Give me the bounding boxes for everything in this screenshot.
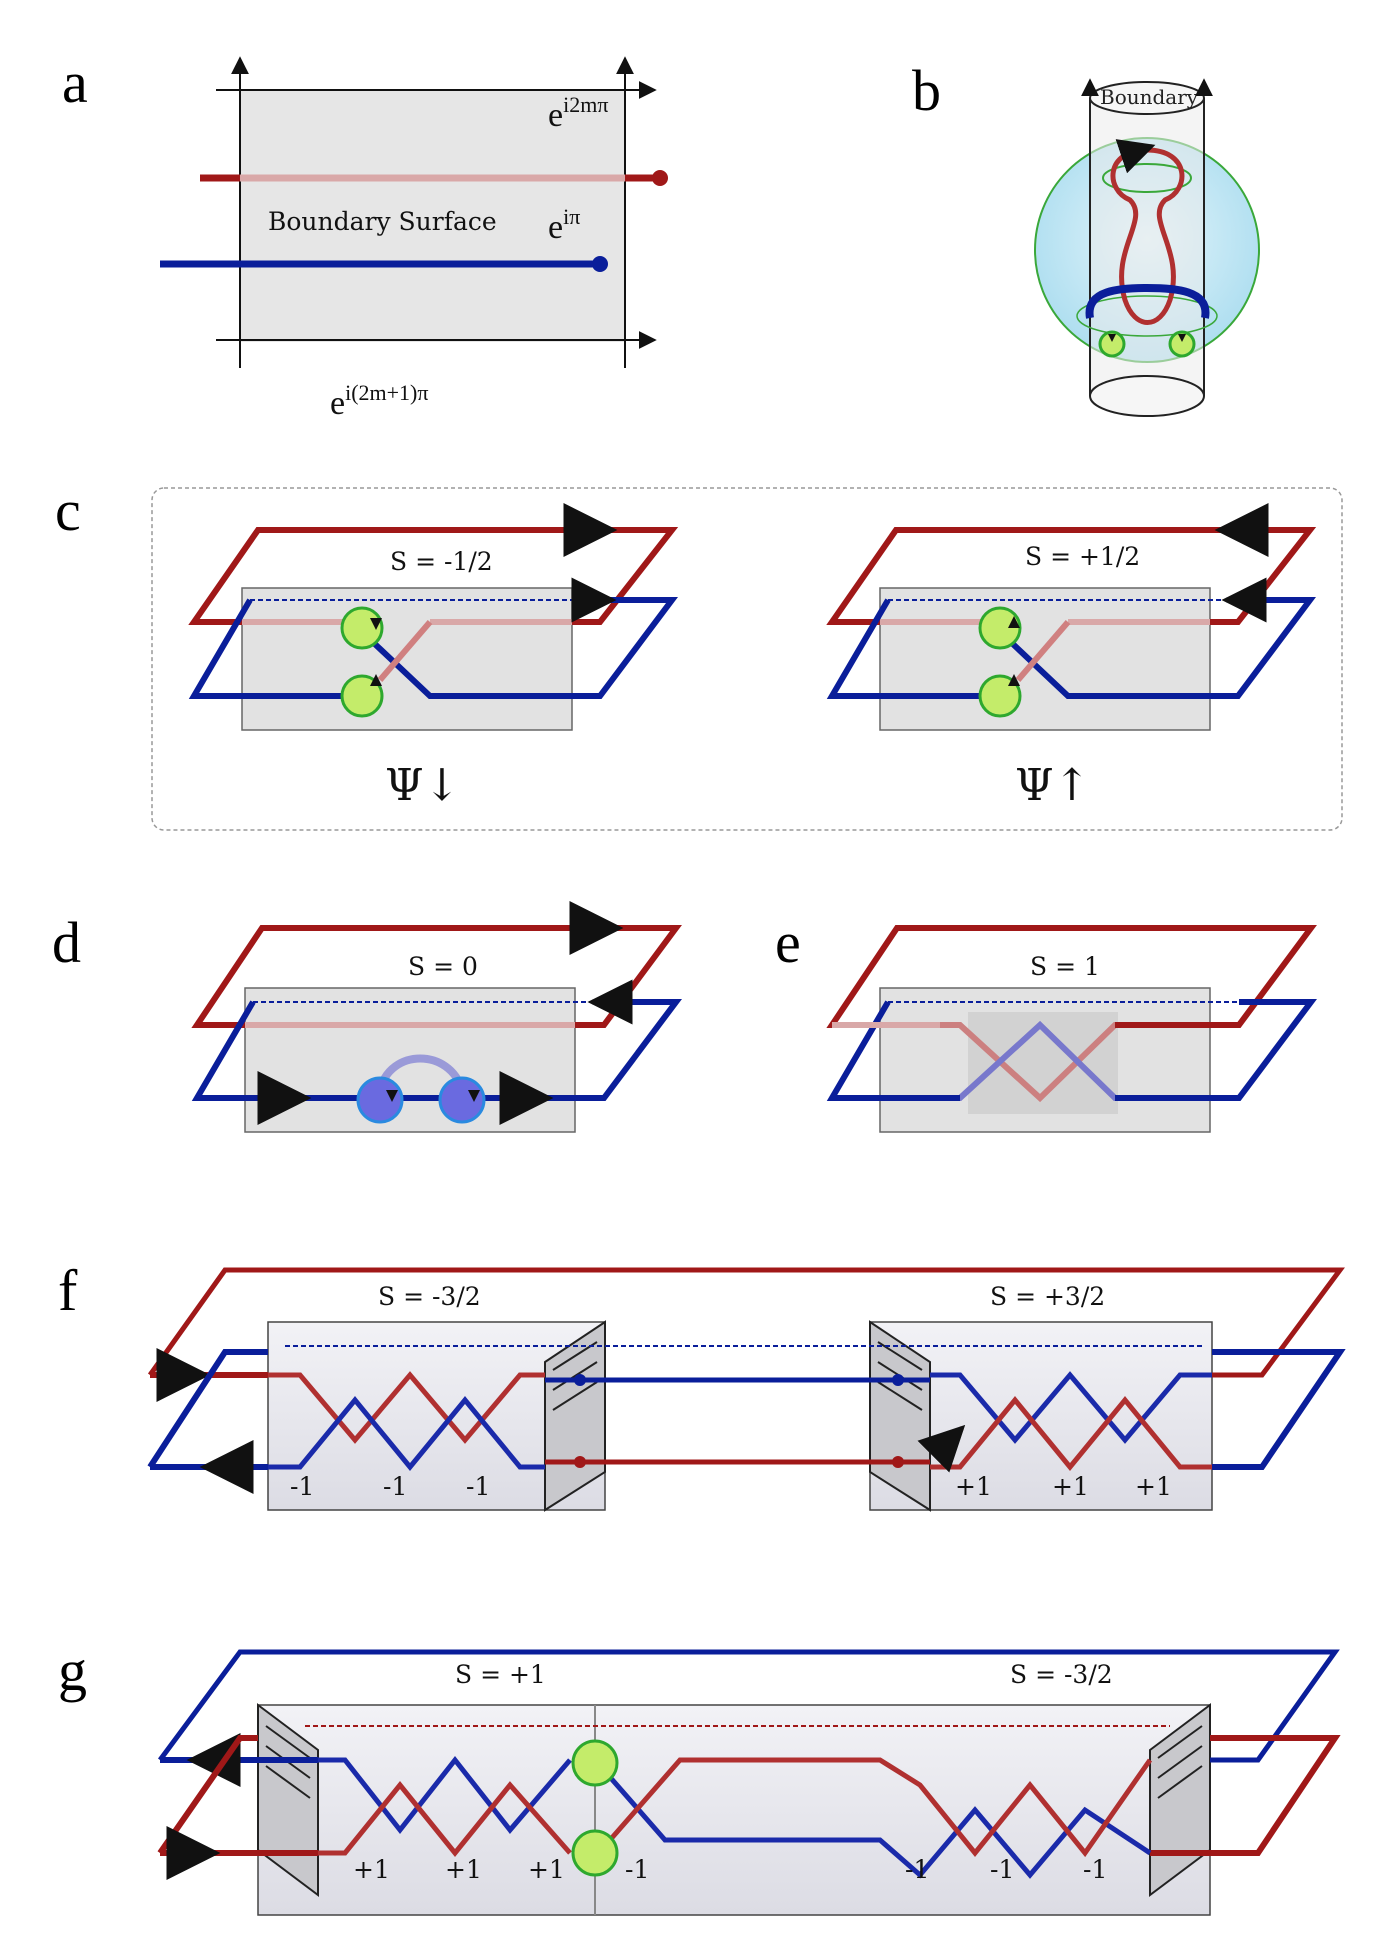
spin-down-unit: S = -1/2 Ψ↓ [188, 503, 679, 811]
panel-label-f: f [58, 1258, 78, 1323]
spin-up-unit: S = +1/2 Ψ↑ [826, 503, 1317, 811]
panel-label-g: g [58, 1638, 87, 1703]
boundary-label: Boundary [1100, 85, 1199, 109]
spin-label-left: S = -1/2 [390, 547, 493, 576]
vortex-lower [571, 1829, 619, 1877]
blue-loop [575, 999, 682, 1101]
mark: -1 [466, 1472, 490, 1501]
blue-loop-outer [995, 597, 1316, 699]
panel-e: e S = 1 [775, 910, 1317, 1133]
green-vortex-left [1098, 330, 1126, 358]
red-loop [1110, 147, 1185, 325]
cylinder-top [1089, 81, 1205, 115]
spin-label-right: S = +3/2 [990, 1282, 1105, 1311]
panel-c: c S = -1/2 Ψ↓ [55, 478, 1343, 831]
red-loop-right [1150, 1735, 1341, 1856]
mark: -1 [625, 1855, 649, 1884]
blue-loop-right [1212, 1349, 1346, 1470]
spin-label: S = 1 [1030, 952, 1100, 981]
mark: -1 [383, 1472, 407, 1501]
mark: -1 [990, 1855, 1014, 1884]
spin-label-right: S = +1/2 [1025, 542, 1140, 571]
panel-d: d S = 0 [52, 901, 682, 1133]
red-loop-left [157, 1735, 258, 1855]
mark: +1 [353, 1855, 390, 1884]
mark: +1 [955, 1472, 992, 1501]
mark: +1 [528, 1855, 565, 1884]
state-label-left: Ψ↓ [385, 760, 460, 811]
spin-label-right: S = -3/2 [1010, 1660, 1113, 1689]
blue-loop-left [147, 1349, 268, 1469]
phase-top: ei2mπ [548, 92, 608, 134]
mark: +1 [445, 1855, 482, 1884]
green-vortex-right [1168, 330, 1196, 358]
panel-f: f S = -3/2 S = +3/2 -1 -1 [58, 1258, 1346, 1512]
panel-label-d: d [52, 910, 81, 975]
mark: +1 [1052, 1472, 1089, 1501]
spin-label-left: S = -3/2 [378, 1282, 481, 1311]
mark: -1 [905, 1855, 929, 1884]
panel-label-c: c [55, 478, 81, 543]
mark: +1 [1135, 1472, 1172, 1501]
left-box [267, 1321, 606, 1511]
panel-b: b Boundary [912, 58, 1260, 417]
phase-bottom: ei(2m+1)π [330, 380, 429, 422]
blue-arc [1085, 283, 1210, 319]
red-loop [191, 925, 682, 1028]
panel-label-e: e [775, 910, 801, 975]
blue-loop [1210, 999, 1317, 1101]
blue-vortex-right [438, 1076, 486, 1124]
boundary-surface-label: Boundary Surface [268, 207, 497, 236]
cylinder-bottom [1089, 375, 1205, 417]
unit-surface [879, 587, 1211, 731]
panel-c-frame [151, 487, 1343, 831]
red-endpoint [652, 170, 668, 186]
spin-label: S = 0 [408, 952, 478, 981]
blue-endpoint [592, 256, 608, 272]
blue-long-loop [157, 1649, 1340, 1763]
panel-label-a: a [62, 50, 88, 115]
state-label-right: Ψ↑ [1015, 760, 1090, 811]
blue-vortex-left [356, 1076, 404, 1124]
spin-label-left: S = +1 [455, 1660, 546, 1689]
panel-g: g S = +1 S = -3/2 +1 +1 +1 -1 -1 -1 -1 [58, 1638, 1341, 1916]
boundary-surface [240, 90, 625, 342]
phase-middle: eiπ [548, 204, 580, 246]
panel-a: a Boundary Surface ei2mπ eiπ ei(2m+1)π [62, 50, 668, 422]
long-box [257, 1704, 1211, 1916]
mark: -1 [290, 1472, 314, 1501]
vortex-upper [571, 1739, 619, 1787]
blue-loop-outer [357, 597, 678, 699]
red-long-loop [147, 1267, 1345, 1378]
panel-label-b: b [912, 58, 941, 123]
unit-surface [241, 587, 573, 731]
mark: -1 [1083, 1855, 1107, 1884]
